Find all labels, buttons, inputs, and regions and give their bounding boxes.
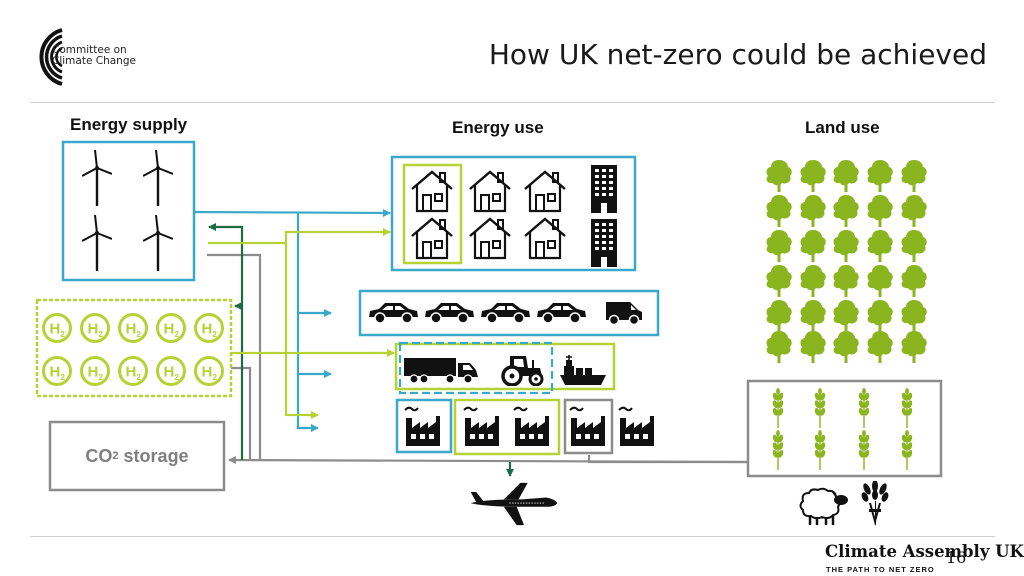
tree-icon	[833, 300, 859, 332]
logo-line-2: Climate Change	[52, 55, 136, 67]
office-building-icon	[591, 165, 617, 213]
land-use-heading: Land use	[805, 118, 880, 137]
dark-green-flow-lines	[208, 223, 514, 477]
sheep-icon	[799, 487, 849, 527]
tree-icon	[800, 300, 826, 332]
forest	[766, 160, 927, 363]
page-number: 16	[946, 548, 967, 567]
footer-brand: Climate Assembly UK	[825, 542, 1024, 561]
tree-icon	[766, 331, 792, 363]
tree-icon	[766, 230, 792, 262]
wheat-bundle-icon	[860, 481, 890, 525]
tree-icon	[867, 265, 893, 297]
tree-icon	[901, 195, 927, 227]
wind-power-box	[61, 140, 196, 282]
tree-icon	[901, 160, 927, 192]
tree-icon	[766, 195, 792, 227]
ccc-logo-icon	[39, 28, 63, 86]
hydrogen-homes-box	[402, 163, 463, 265]
logo-line-1: Committee on	[52, 44, 127, 56]
bottom-divider	[30, 536, 995, 537]
tree-icon	[833, 230, 859, 262]
tree-icon	[901, 265, 927, 297]
blue-flow-lines	[194, 208, 391, 432]
tree-icon	[800, 230, 826, 262]
tree-icon	[800, 331, 826, 363]
co2-label-subscript: 2	[112, 450, 119, 462]
tree-icon	[833, 265, 859, 297]
heavy-transport-dashed-box	[398, 341, 554, 395]
tree-icon	[766, 300, 792, 332]
co2-label-suffix: storage	[118, 445, 189, 466]
grey-flow-lines	[207, 253, 748, 465]
airplane-icon	[470, 482, 558, 526]
office-building-icon	[591, 219, 617, 267]
top-divider	[30, 102, 995, 103]
tree-icon	[867, 331, 893, 363]
tree-icon	[800, 160, 826, 192]
footer-tagline: THE PATH TO NET ZERO	[826, 565, 935, 574]
tree-icon	[766, 160, 792, 192]
tree-icon	[901, 331, 927, 363]
factory-icon	[618, 406, 655, 447]
logo-text: Committee on Climate Change	[52, 45, 136, 67]
tree-icon	[766, 265, 792, 297]
tree-icon	[867, 230, 893, 262]
tree-icon	[867, 195, 893, 227]
lime-flow-lines	[208, 228, 395, 419]
co2-label-prefix: CO	[85, 445, 113, 466]
tree-icon	[800, 265, 826, 297]
tree-icon	[867, 160, 893, 192]
tree-icon	[901, 300, 927, 332]
tree-icon	[901, 230, 927, 262]
tree-icon	[800, 195, 826, 227]
energy-use-heading: Energy use	[452, 118, 544, 137]
energy-supply-heading: Energy supply	[70, 115, 188, 134]
tree-icon	[867, 300, 893, 332]
co2-storage-box	[48, 420, 226, 492]
page-title: How UK net-zero could be achieved	[488, 38, 987, 71]
tree-icon	[833, 160, 859, 192]
tree-icon	[833, 331, 859, 363]
tree-icon	[833, 195, 859, 227]
